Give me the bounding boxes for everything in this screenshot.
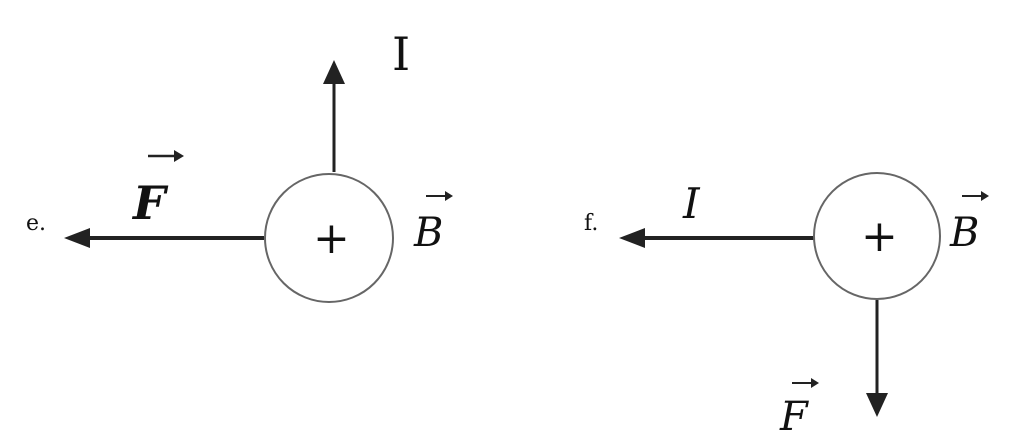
vector-arrow-icon <box>148 150 184 162</box>
diagram-f-tag: f. <box>584 211 598 236</box>
diagram-f-force-letter: F <box>779 394 809 440</box>
diagram-e-field-letter: B <box>413 210 443 256</box>
diagram-e-tag: e. <box>26 211 46 236</box>
diagram-f-current-label: I <box>682 179 701 228</box>
diagram-e-force-symbol: F <box>131 176 169 230</box>
diagram-e-force-arrow <box>64 228 264 248</box>
diagram-e: e. F I + B <box>26 27 453 303</box>
diagram-f-field-letter: B <box>949 210 979 256</box>
diagram-e-charge-circle <box>264 173 394 303</box>
diagram-e-force-label: F <box>131 150 184 230</box>
vector-arrow-icon <box>792 378 819 388</box>
diagram-f-current-arrow <box>619 228 814 248</box>
diagram-e-current-label: I <box>392 27 410 81</box>
diagram-f-force-label: F <box>779 378 819 440</box>
diagram-e-current-arrow <box>323 60 345 172</box>
diagram-f-field-symbol: + <box>861 211 898 262</box>
diagram-e-field-label: B <box>413 191 453 256</box>
diagram-f: f. I + B F <box>584 172 989 440</box>
vector-arrow-icon <box>962 191 989 201</box>
diagram-f-force-arrow <box>866 300 888 417</box>
diagram-f-field-label: B <box>949 191 989 256</box>
diagram-e-field-symbol: + <box>313 213 350 264</box>
diagram-f-charge-circle <box>813 172 941 300</box>
vector-arrow-icon <box>426 191 453 201</box>
